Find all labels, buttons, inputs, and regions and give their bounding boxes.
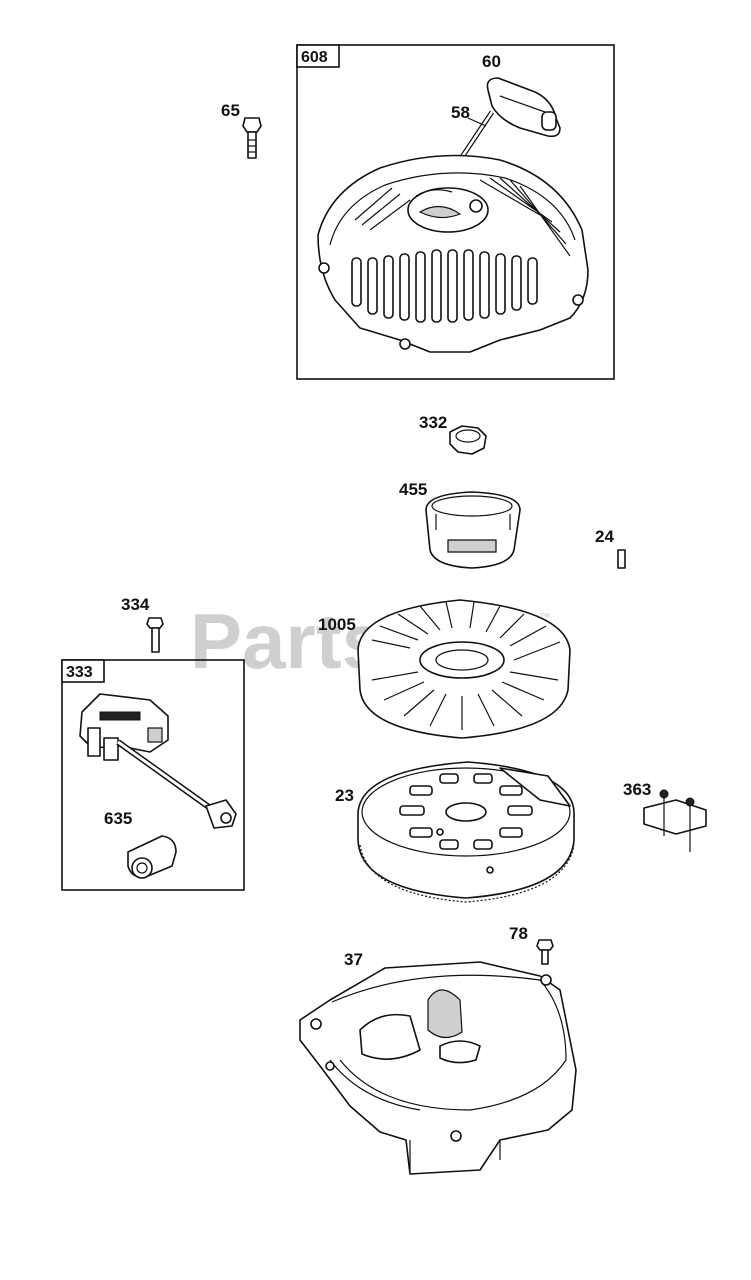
recoil-housing[interactable] [317, 154, 589, 353]
recoil-starter-box[interactable]: 608 [296, 44, 615, 380]
callout-78: 78 [509, 924, 528, 943]
box-label-608: 608 [301, 49, 328, 66]
callout-58: 58 [451, 103, 470, 122]
ignition-armature-part-333[interactable] [79, 693, 237, 829]
callout-1005: 1005 [318, 615, 356, 634]
blower-housing-part-37[interactable] [299, 961, 577, 1175]
bolt-part-334[interactable] [146, 617, 164, 653]
callout-332: 332 [419, 413, 447, 432]
flywheel-part-23[interactable] [357, 761, 575, 903]
callout-334: 334 [121, 595, 150, 614]
bolt-part-65[interactable] [242, 117, 262, 159]
callout-37: 37 [344, 950, 363, 969]
callout-23: 23 [335, 786, 354, 805]
key-part-24[interactable] [617, 549, 626, 569]
recoil-grille [351, 249, 538, 323]
fan-part-1005[interactable] [357, 599, 571, 739]
fan-blades [371, 601, 561, 730]
callout-455: 455 [399, 480, 427, 499]
nut-part-332[interactable] [449, 425, 487, 455]
callout-60: 60 [482, 52, 501, 71]
recoil-fins [354, 177, 571, 257]
box-label-333: 333 [66, 664, 93, 681]
starter-cup-part-455[interactable] [425, 491, 521, 569]
bolt-part-78[interactable] [536, 939, 554, 965]
callout-635: 635 [104, 809, 132, 828]
starter-rope-part-58[interactable] [457, 110, 495, 162]
callout-24: 24 [595, 527, 614, 546]
flywheel-slots [399, 773, 533, 850]
watermark-trademark: ™ [540, 612, 550, 623]
spark-plug-boot-part-635[interactable] [127, 835, 177, 879]
starter-handle-part-60[interactable] [486, 77, 561, 138]
ignition-box[interactable]: 333 [61, 659, 245, 891]
bracket-part-363[interactable] [643, 789, 707, 852]
callout-363: 363 [623, 780, 651, 799]
callout-65: 65 [221, 101, 240, 120]
